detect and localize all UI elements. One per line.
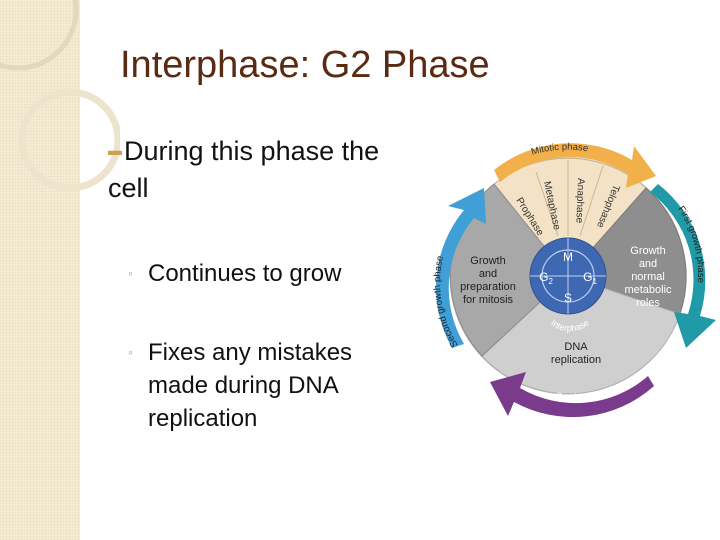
center-s-label: S xyxy=(564,291,572,305)
svg-text:roles: roles xyxy=(636,297,660,309)
s-sector xyxy=(481,275,681,395)
sub-bullet-2: ◦ Fixes any mistakes made during DNA rep… xyxy=(128,336,403,435)
main-bullet: ​▬During this phase the cell xyxy=(108,132,408,207)
slide-title: Interphase: G2 Phase xyxy=(120,44,490,86)
sub-bullet-1: ◦ Continues to grow xyxy=(128,257,403,290)
center-g2-label: G2 xyxy=(539,270,553,286)
sub-bullet-marker: ◦ xyxy=(128,265,133,281)
s-sector-text: DNA replication xyxy=(551,341,601,366)
svg-text:replication: replication xyxy=(551,354,601,366)
svg-text:and: and xyxy=(479,268,497,280)
svg-text:and: and xyxy=(639,258,657,270)
center-m-label: M xyxy=(563,250,573,264)
decorative-rings xyxy=(0,0,120,192)
sub-bullet-1-text: Continues to grow xyxy=(148,260,342,287)
svg-text:normal: normal xyxy=(631,271,665,283)
svg-text:Growth: Growth xyxy=(470,255,505,267)
second-growth-phase-arrow xyxy=(436,188,486,348)
bullet-marker: ​▬ xyxy=(108,142,122,158)
first-growth-phase-arrow xyxy=(650,184,716,348)
interphase-label: Interphase xyxy=(549,318,591,334)
cell-cycle-diagram: Mitotic phase First growth phase Synthes… xyxy=(432,142,716,418)
svg-text:metabolic: metabolic xyxy=(624,284,672,296)
svg-text:preparation: preparation xyxy=(460,281,516,293)
svg-text:Growth: Growth xyxy=(630,245,665,257)
synthesis-phase-arrow xyxy=(490,372,654,418)
svg-text:for mitosis: for mitosis xyxy=(463,294,514,306)
main-bullet-text: During this phase the cell xyxy=(108,136,380,203)
g2-sector-text: Growth and preparation for mitosis xyxy=(460,255,516,306)
phase-arrows xyxy=(436,143,716,418)
sub-bullet-2-text: Fixes any mistakes made during DNA repli… xyxy=(148,339,353,432)
g1-sector-text: Growth and normal metabolic roles xyxy=(624,245,672,309)
sub-bullet-marker: ◦ xyxy=(128,344,133,360)
cycle-center: M G2 G1 S Interphase xyxy=(529,237,607,334)
mitotic-phase-arrow xyxy=(494,143,656,188)
svg-text:DNA: DNA xyxy=(564,341,588,353)
center-g1-label: G1 xyxy=(583,270,597,286)
anaphase-label: Anaphase xyxy=(573,178,586,224)
